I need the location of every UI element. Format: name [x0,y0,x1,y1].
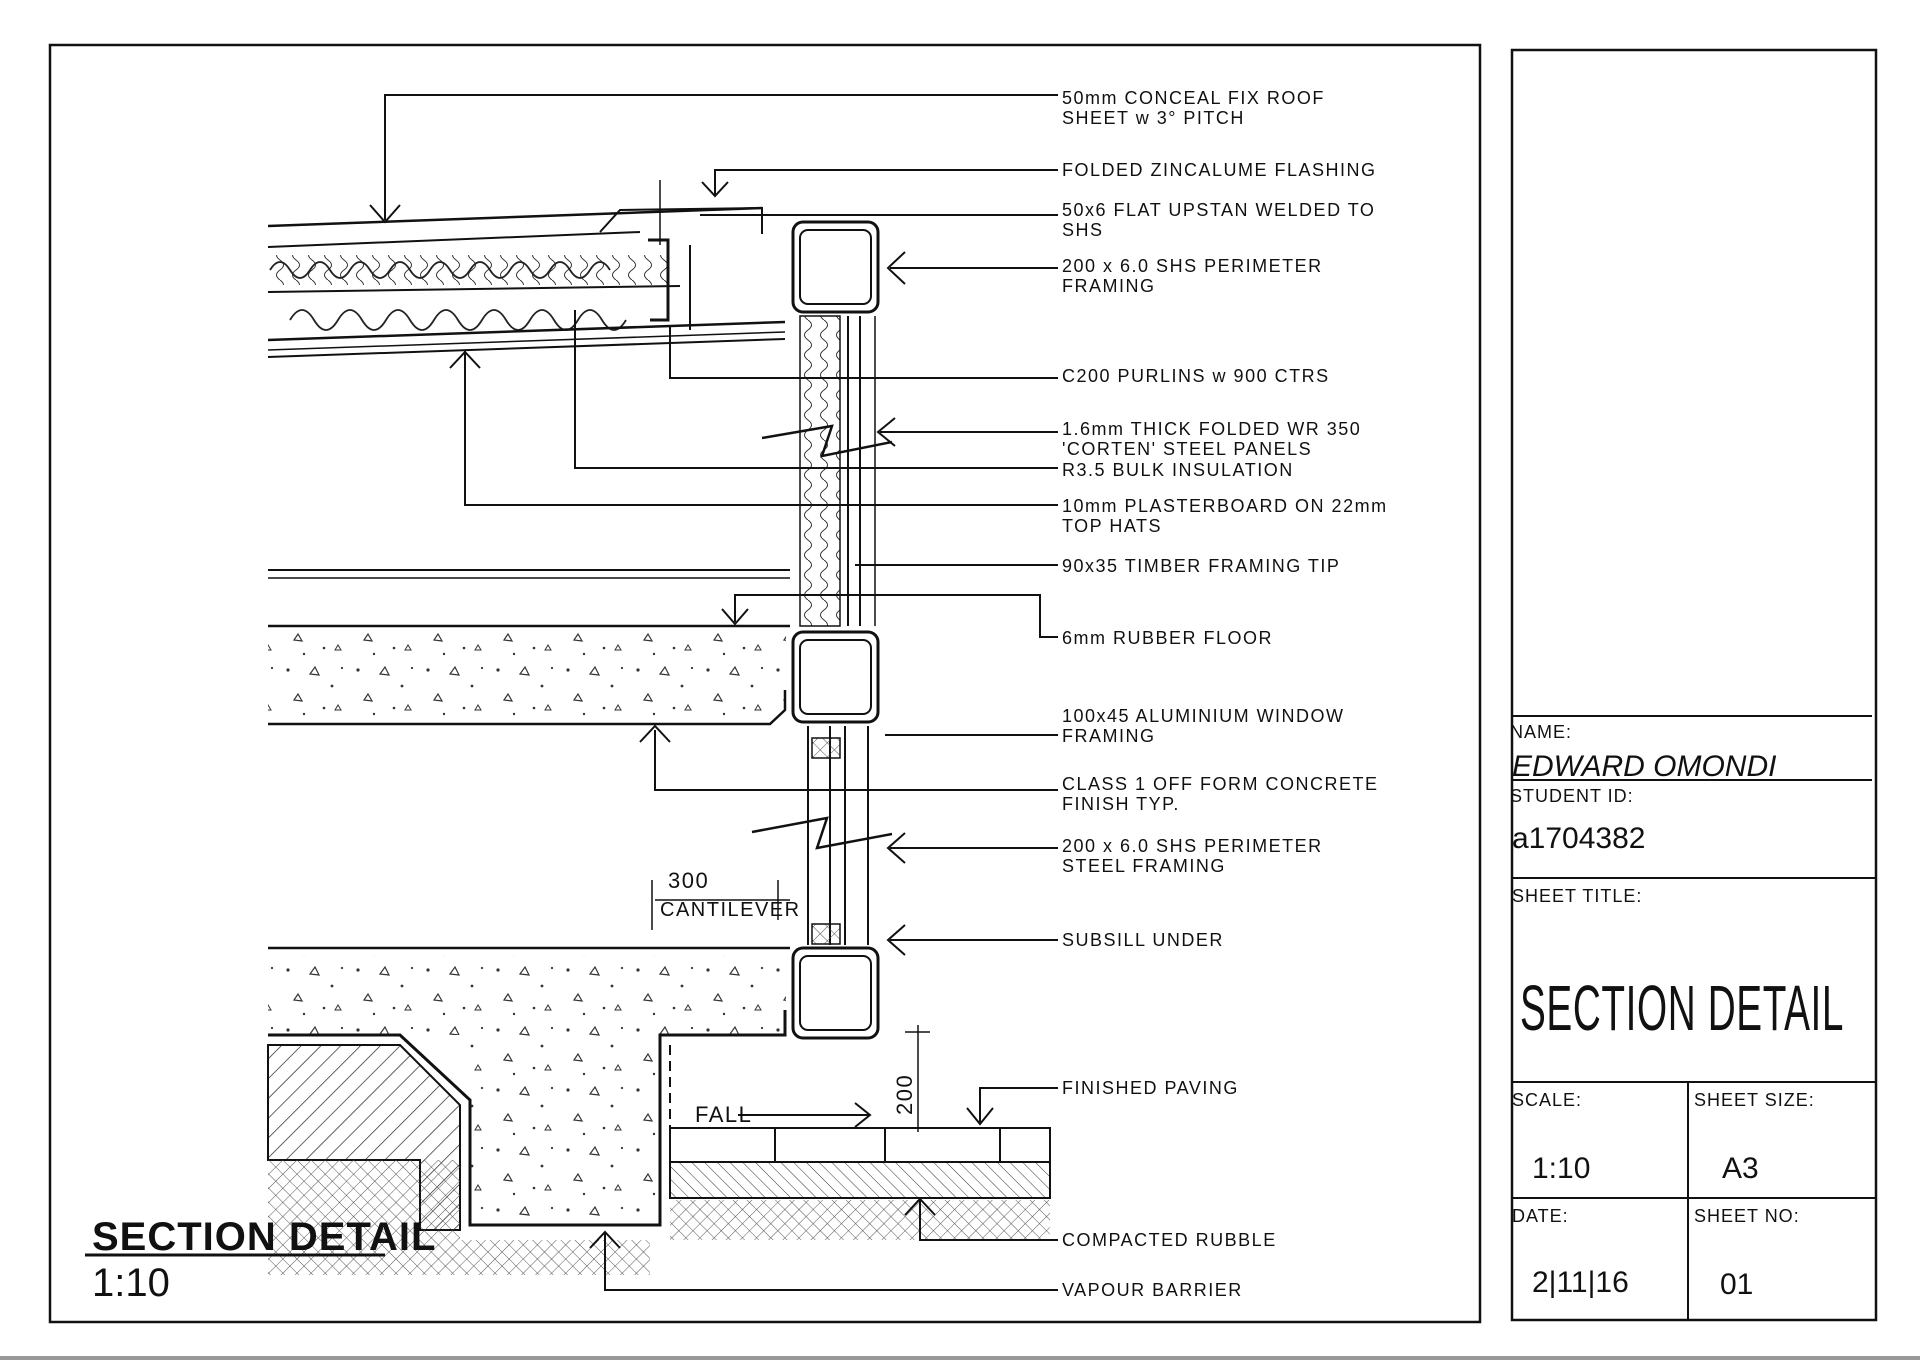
label-shs-bottom-line-1: 200 x 6.0 SHS PERIMETER [1062,836,1323,856]
leader-lines [369,94,1058,1291]
label-purlins: C200 PURLINS w 900 CTRS [1062,366,1330,386]
title-block: NAME: EDWARD OMONDI STUDENT ID: a1704382… [1510,715,1876,1320]
label-upstand-line-1: 50x6 FLAT UPSTAN WELDED TO [1062,200,1375,220]
scale-value: 1:10 [1532,1152,1590,1185]
label-purlins-line-1: C200 PURLINS w 900 CTRS [1062,366,1330,386]
label-corten-line-2: 'CORTEN' STEEL PANELS [1062,439,1312,459]
label-bulk-insulation-line-1: R3.5 BULK INSULATION [1062,460,1294,480]
label-vapour-line-1: VAPOUR BARRIER [1062,1280,1243,1300]
student-id-label: STUDENT ID: [1510,786,1634,806]
label-window-frame-line-2: FRAMING [1062,726,1156,746]
label-vapour: VAPOUR BARRIER [1062,1280,1243,1300]
label-plasterboard-line-1: 10mm PLASTERBOARD ON 22mm [1062,496,1388,516]
drawing-scale: 1:10 [92,1261,170,1305]
label-bulk-insulation: R3.5 BULK INSULATION [1062,460,1294,480]
label-paving-line-1: FINISHED PAVING [1062,1078,1239,1098]
label-roof-sheet-line-2: SHEET w 3° PITCH [1062,108,1245,128]
sheet-size-value: A3 [1722,1152,1759,1185]
label-corten-line-1: 1.6mm THICK FOLDED WR 350 [1062,419,1361,439]
name-value: EDWARD OMONDI [1512,750,1776,783]
cantilever-value: 300 [668,868,709,893]
label-upstand-line-2: SHS [1062,220,1104,240]
title-block-border [1510,48,1878,1322]
label-timber: 90x35 TIMBER FRAMING TIP [1062,556,1340,576]
scale-label: SCALE: [1512,1090,1582,1110]
label-concrete-finish-line-2: FINISH TYP. [1062,794,1180,814]
sheet-title-value: SECTION DETAIL [1520,972,1844,1044]
label-rubble: COMPACTED RUBBLE [1062,1230,1277,1250]
step-dimension: 200 [892,1025,930,1132]
student-id-value: a1704382 [1512,822,1645,855]
date-label: DATE: [1512,1206,1569,1226]
sheet-no-value: 01 [1720,1268,1753,1301]
step-value: 200 [892,1074,917,1115]
label-corten: 1.6mm THICK FOLDED WR 350'CORTEN' STEEL … [1062,419,1361,459]
cantilever-label: CANTILEVER [660,899,801,921]
label-flashing-line-1: FOLDED ZINCALUME FLASHING [1062,160,1377,180]
date-value: 2|11|16 [1532,1266,1629,1299]
sheet-size-label: SHEET SIZE: [1694,1090,1815,1110]
wall-assembly [751,220,893,1040]
cantilever-dimension: 300 CANTILEVER [651,868,801,930]
label-flashing: FOLDED ZINCALUME FLASHING [1062,160,1377,180]
sheet-no-label: SHEET NO: [1694,1206,1800,1226]
label-concrete-finish-line-1: CLASS 1 OFF FORM CONCRETE [1062,774,1379,794]
floor-slab-upper [268,569,790,726]
label-rubber-floor-line-1: 6mm RUBBER FLOOR [1062,628,1273,648]
label-window-frame-line-1: 100x45 ALUMINIUM WINDOW [1062,706,1345,726]
name-label: NAME: [1510,722,1572,742]
label-rubble-line-1: COMPACTED RUBBLE [1062,1230,1277,1250]
ground-slab [267,946,1050,1275]
label-roof-sheet-line-1: 50mm CONCEAL FIX ROOF [1062,88,1325,108]
drawing-title: SECTION DETAIL [92,1215,436,1259]
fall-label: FALL [695,1102,752,1127]
paving [669,1127,1051,1199]
label-rubber-floor: 6mm RUBBER FLOOR [1062,628,1273,648]
sheet-title-label: SHEET TITLE: [1512,886,1642,906]
label-plasterboard-line-2: TOP HATS [1062,516,1162,536]
label-subsill: SUBSILL UNDER [1062,930,1224,950]
label-shs-top-line-1: 200 x 6.0 SHS PERIMETER [1062,256,1323,276]
drawing-border [48,43,1482,1324]
label-shs-bottom-line-2: STEEL FRAMING [1062,856,1226,876]
label-timber-line-1: 90x35 TIMBER FRAMING TIP [1062,556,1340,576]
label-shs-top-line-2: FRAMING [1062,276,1156,296]
roof-assembly [267,180,786,358]
label-subsill-line-1: SUBSILL UNDER [1062,930,1224,950]
label-paving: FINISHED PAVING [1062,1078,1239,1098]
